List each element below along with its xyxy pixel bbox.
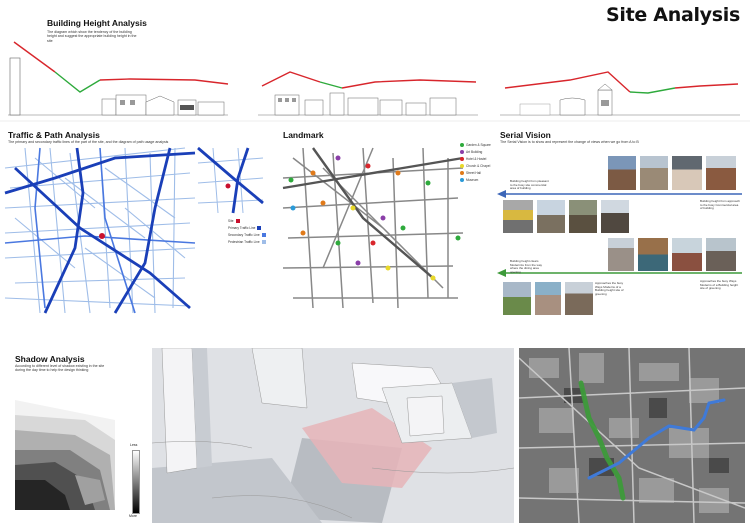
serial-photo-12 xyxy=(706,238,736,271)
serial-photo-6 xyxy=(537,200,565,233)
serial-caption-4: Approaches the busy Ways Moderns of a Bu… xyxy=(595,281,624,296)
shadow-title: Shadow Analysis xyxy=(15,354,85,364)
legend-pedestrian: Pedestrian Traffic Line xyxy=(228,240,266,244)
legend-street-hall-swatch xyxy=(460,171,464,175)
serial-photo-9 xyxy=(608,238,634,271)
serial-caption-5: Approaches the busy Ways Moderns of a Bu… xyxy=(700,279,739,291)
legend-street-hall: Street Hall xyxy=(460,171,481,175)
serial-photo-2 xyxy=(640,156,668,190)
legend-primary-swatch xyxy=(257,226,262,230)
traffic-map xyxy=(4,147,196,314)
shadow-subtitle: According to different level of shadow e… xyxy=(15,364,105,373)
serial-photo-3 xyxy=(672,156,702,190)
legend-museum: Museum xyxy=(460,178,478,182)
legend-hotel: Hotel & Hostel xyxy=(460,157,486,161)
traffic-subtitle: The primary and secondary traffic lines … xyxy=(8,140,169,144)
serial-photo-13 xyxy=(503,282,531,315)
legend-site: Site xyxy=(228,219,240,223)
legend-garden-swatch xyxy=(460,143,464,147)
height-panel-3 xyxy=(500,71,740,116)
serial-photo-10 xyxy=(638,238,668,271)
height-panel-1 xyxy=(8,41,229,116)
legend-secondary-swatch xyxy=(261,233,266,237)
aerial-map xyxy=(519,348,745,523)
shadow-3d-render xyxy=(152,348,514,523)
legend-church: Church & Chapel xyxy=(460,164,490,168)
legend-street-hall-label: Street Hall xyxy=(466,171,481,175)
legend-secondary-label: Secondary Traffic Line xyxy=(228,233,260,237)
traffic-title: Traffic & Path Analysis xyxy=(8,130,100,140)
legend-garden-label: Garden & Square xyxy=(466,143,491,147)
legend-museum-label: Museum xyxy=(466,178,479,182)
serial-photo-1 xyxy=(608,156,636,190)
serial-caption-1: Building height from pleasant to the bus… xyxy=(510,179,549,191)
landmark-map xyxy=(282,147,464,309)
traffic-detail-map xyxy=(197,146,264,214)
serial-photo-11 xyxy=(672,238,702,271)
serial-photo-14 xyxy=(535,282,561,315)
building-height-diagram xyxy=(0,41,750,122)
legend-hotel-swatch xyxy=(460,157,464,161)
legend-primary-label: Primary Traffic Line xyxy=(228,226,256,230)
height-panel-2 xyxy=(258,71,478,116)
shadow-scale-bottom: More xyxy=(129,514,137,518)
shadow-diagram xyxy=(15,400,115,510)
legend-hotel-label: Hotel & Hostel xyxy=(466,157,487,161)
serial-caption-2: Building height from approach to the bus… xyxy=(700,199,740,211)
legend-museum-swatch xyxy=(460,178,464,182)
legend-church-label: Church & Chapel xyxy=(466,164,491,168)
serial-caption-3: Building height clears Modernize from th… xyxy=(510,259,543,274)
legend-art-label: Art Building xyxy=(466,150,483,154)
serial-photo-15 xyxy=(565,282,593,315)
legend-garden: Garden & Square xyxy=(460,143,491,147)
page-title: Site Analysis xyxy=(606,4,740,26)
legend-art: Art Building xyxy=(460,150,482,154)
serial-photo-7 xyxy=(569,200,597,233)
legend-pedestrian-swatch xyxy=(261,240,266,244)
serial-vision-arrows xyxy=(497,190,742,277)
serial-photo-5 xyxy=(503,200,533,233)
legend-site-swatch xyxy=(235,219,240,223)
building-height-subtitle: The diagram which show the tendency of t… xyxy=(47,30,137,43)
legend-art-swatch xyxy=(460,150,464,154)
serial-vision-subtitle: The Serial Vision is to show and represe… xyxy=(500,140,639,144)
serial-vision-title: Serial Vision xyxy=(500,130,551,140)
legend-secondary: Secondary Traffic Line xyxy=(228,233,266,237)
legend-site-label: Site xyxy=(228,219,234,223)
shadow-scale-top: Less xyxy=(130,443,138,447)
serial-photo-8 xyxy=(601,200,629,233)
legend-pedestrian-label: Pedestrian Traffic Line xyxy=(228,240,260,244)
serial-photo-4 xyxy=(706,156,736,190)
shadow-scale-bar xyxy=(132,450,140,514)
landmark-title: Landmark xyxy=(283,130,324,140)
legend-church-swatch xyxy=(460,164,464,168)
building-height-title: Building Height Analysis xyxy=(47,18,147,28)
legend-primary: Primary Traffic Line xyxy=(228,226,262,230)
